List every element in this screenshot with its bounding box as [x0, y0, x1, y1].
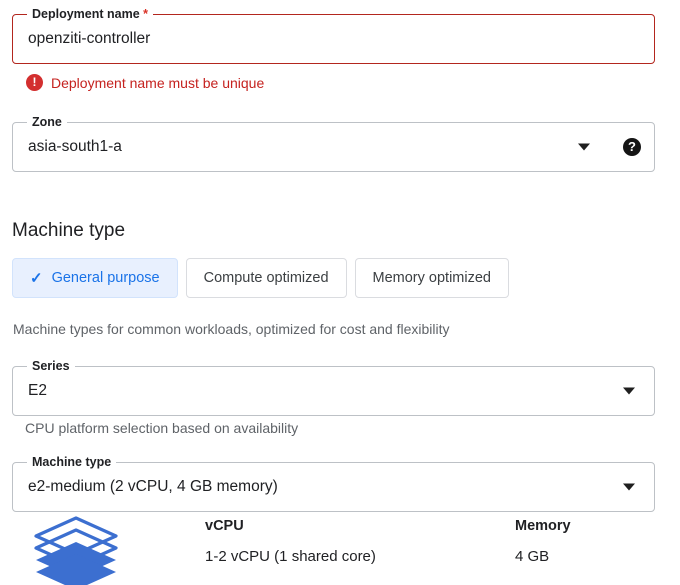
tab-compute-optimized[interactable]: Compute optimized	[185, 258, 347, 298]
help-circle-icon[interactable]: ?	[623, 138, 641, 156]
stacked-layers-icon	[30, 514, 122, 585]
error-exclamation-icon: !	[26, 74, 43, 91]
deployment-name-error: ! Deployment name must be unique	[26, 74, 264, 91]
spec-value-memory: 4 GB	[515, 548, 550, 565]
tab-compute-optimized-label: Compute optimized	[203, 270, 329, 286]
spec-column-vcpu: vCPU 1-2 vCPU (1 shared core)	[205, 518, 376, 565]
series-field[interactable]: Series E2	[12, 359, 655, 416]
chevron-down-icon[interactable]	[578, 143, 590, 151]
series-helper-text: CPU platform selection based on availabi…	[25, 420, 299, 436]
series-label: Series	[27, 359, 75, 374]
tab-memory-optimized-label: Memory optimized	[372, 270, 491, 286]
zone-field[interactable]: Zone asia-south1-a ?	[12, 115, 655, 172]
machine-type-description: Machine types for common workloads, opti…	[13, 321, 450, 337]
machine-type-tab-group: ✓ General purpose Compute optimized Memo…	[12, 258, 509, 298]
spec-header-memory: Memory	[515, 518, 571, 534]
tab-general-purpose-label: General purpose	[51, 270, 160, 286]
zone-selected-value: asia-south1-a	[28, 138, 122, 155]
machine-type-section-title: Machine type	[12, 220, 126, 241]
deployment-name-input-value[interactable]: openziti-controller	[28, 30, 151, 47]
check-icon: ✓	[30, 269, 43, 287]
tab-general-purpose[interactable]: ✓ General purpose	[12, 258, 178, 298]
spec-header-vcpu: vCPU	[205, 518, 244, 534]
chevron-down-icon[interactable]	[623, 387, 635, 395]
machine-type-label: Machine type	[27, 455, 117, 470]
chevron-down-icon[interactable]	[623, 483, 635, 491]
spec-value-vcpu: 1-2 vCPU (1 shared core)	[205, 548, 376, 565]
required-asterisk: *	[143, 7, 149, 21]
spec-column-memory: Memory 4 GB	[515, 518, 571, 565]
series-selected-value: E2	[28, 382, 47, 399]
deployment-name-field[interactable]: Deployment name * openziti-controller	[12, 7, 655, 64]
machine-type-selected-value: e2-medium (2 vCPU, 4 GB memory)	[28, 478, 278, 495]
tab-memory-optimized[interactable]: Memory optimized	[354, 258, 509, 298]
deployment-name-label: Deployment name *	[27, 7, 154, 22]
deployment-name-error-text: Deployment name must be unique	[51, 74, 265, 91]
zone-label: Zone	[27, 115, 67, 130]
machine-type-field[interactable]: Machine type e2-medium (2 vCPU, 4 GB mem…	[12, 455, 655, 512]
